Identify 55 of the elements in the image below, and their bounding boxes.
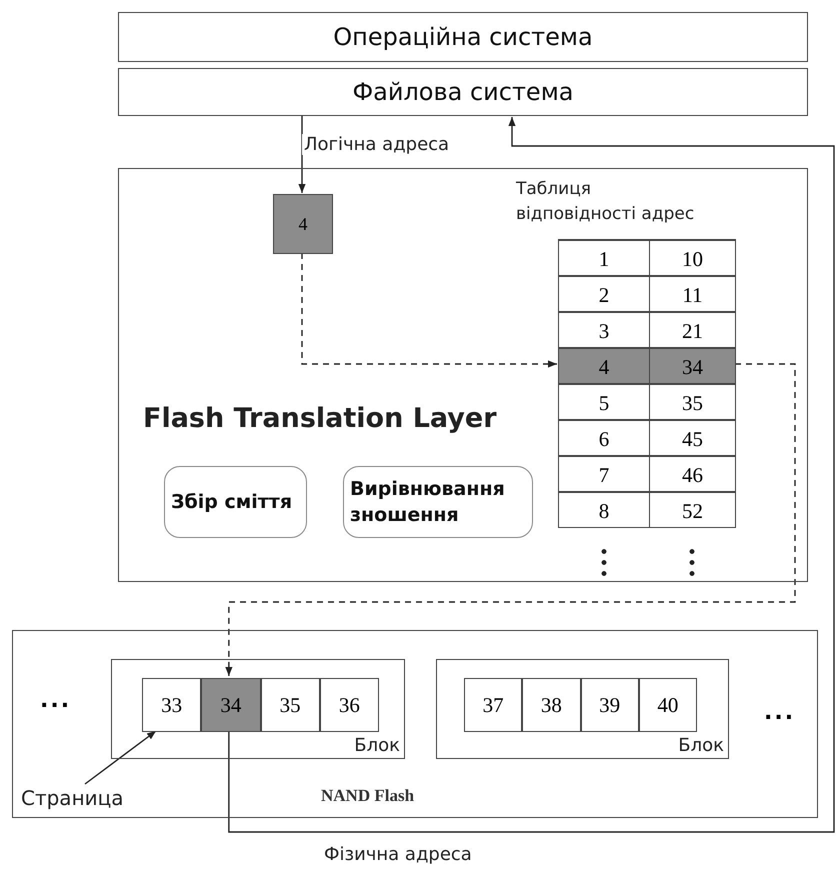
mapping-table [558, 239, 736, 579]
table-cell: 4 [558, 348, 650, 384]
table-cell: 7 [558, 456, 650, 492]
page-cell: 37 [464, 678, 522, 732]
page-cell: 33 [142, 678, 202, 732]
block-frame [436, 659, 729, 759]
table-cell: 6 [558, 420, 650, 456]
page-cell: 36 [320, 678, 379, 732]
page-cell: 40 [638, 678, 697, 732]
table-row [558, 276, 736, 312]
table-cell: 35 [649, 384, 736, 420]
table-row [558, 384, 736, 420]
table-row [558, 492, 736, 528]
block-frame [111, 659, 405, 759]
ellipsis-text: ... [40, 688, 72, 713]
leader-line [84, 730, 156, 785]
page-cell: 39 [580, 678, 639, 732]
block-label: Блок [354, 735, 400, 756]
dashed-arrow [225, 363, 796, 676]
layer-box: Файлова система [118, 68, 808, 116]
table-cell: 45 [649, 420, 736, 456]
flash-chip-panel [12, 630, 818, 818]
table-row [558, 456, 736, 492]
table-cell: 8 [558, 492, 650, 528]
address-box: 4 [273, 194, 333, 254]
table-cell: 34 [649, 348, 736, 384]
table-cell: 52 [649, 492, 736, 528]
table-cell: 46 [649, 456, 736, 492]
function-box: Збір сміття [164, 466, 307, 538]
table-cell: 5 [558, 384, 650, 420]
page-cell: 34 [201, 678, 260, 732]
ellipsis-text: ... [764, 700, 796, 725]
ftl-panel [118, 168, 808, 582]
table-row [558, 240, 736, 276]
arrow [298, 116, 306, 193]
table-cell: 10 [649, 240, 736, 276]
table-cell: 2 [558, 276, 650, 312]
panel-title: NAND Flash [321, 786, 414, 806]
arrow [228, 117, 835, 833]
table-row [558, 348, 736, 384]
callout-text: Страница [21, 783, 171, 813]
table-row [558, 312, 736, 348]
block-label: Блок [678, 735, 724, 756]
page-cell: 35 [260, 678, 320, 732]
table-cell: 21 [649, 312, 736, 348]
table-heading: Таблиця відповідності адрес [516, 178, 696, 226]
dashed-arrow [301, 253, 557, 368]
function-box: Вирівнювання зношення [343, 466, 533, 538]
layer-box: Операційна система [118, 12, 808, 62]
table-row [558, 420, 736, 456]
table-cell: 1 [558, 240, 650, 276]
table-cell: 3 [558, 312, 650, 348]
panel-title: Flash Translation Layer [143, 403, 497, 434]
page-cell: 38 [522, 678, 580, 732]
table-cell: 11 [649, 276, 736, 312]
